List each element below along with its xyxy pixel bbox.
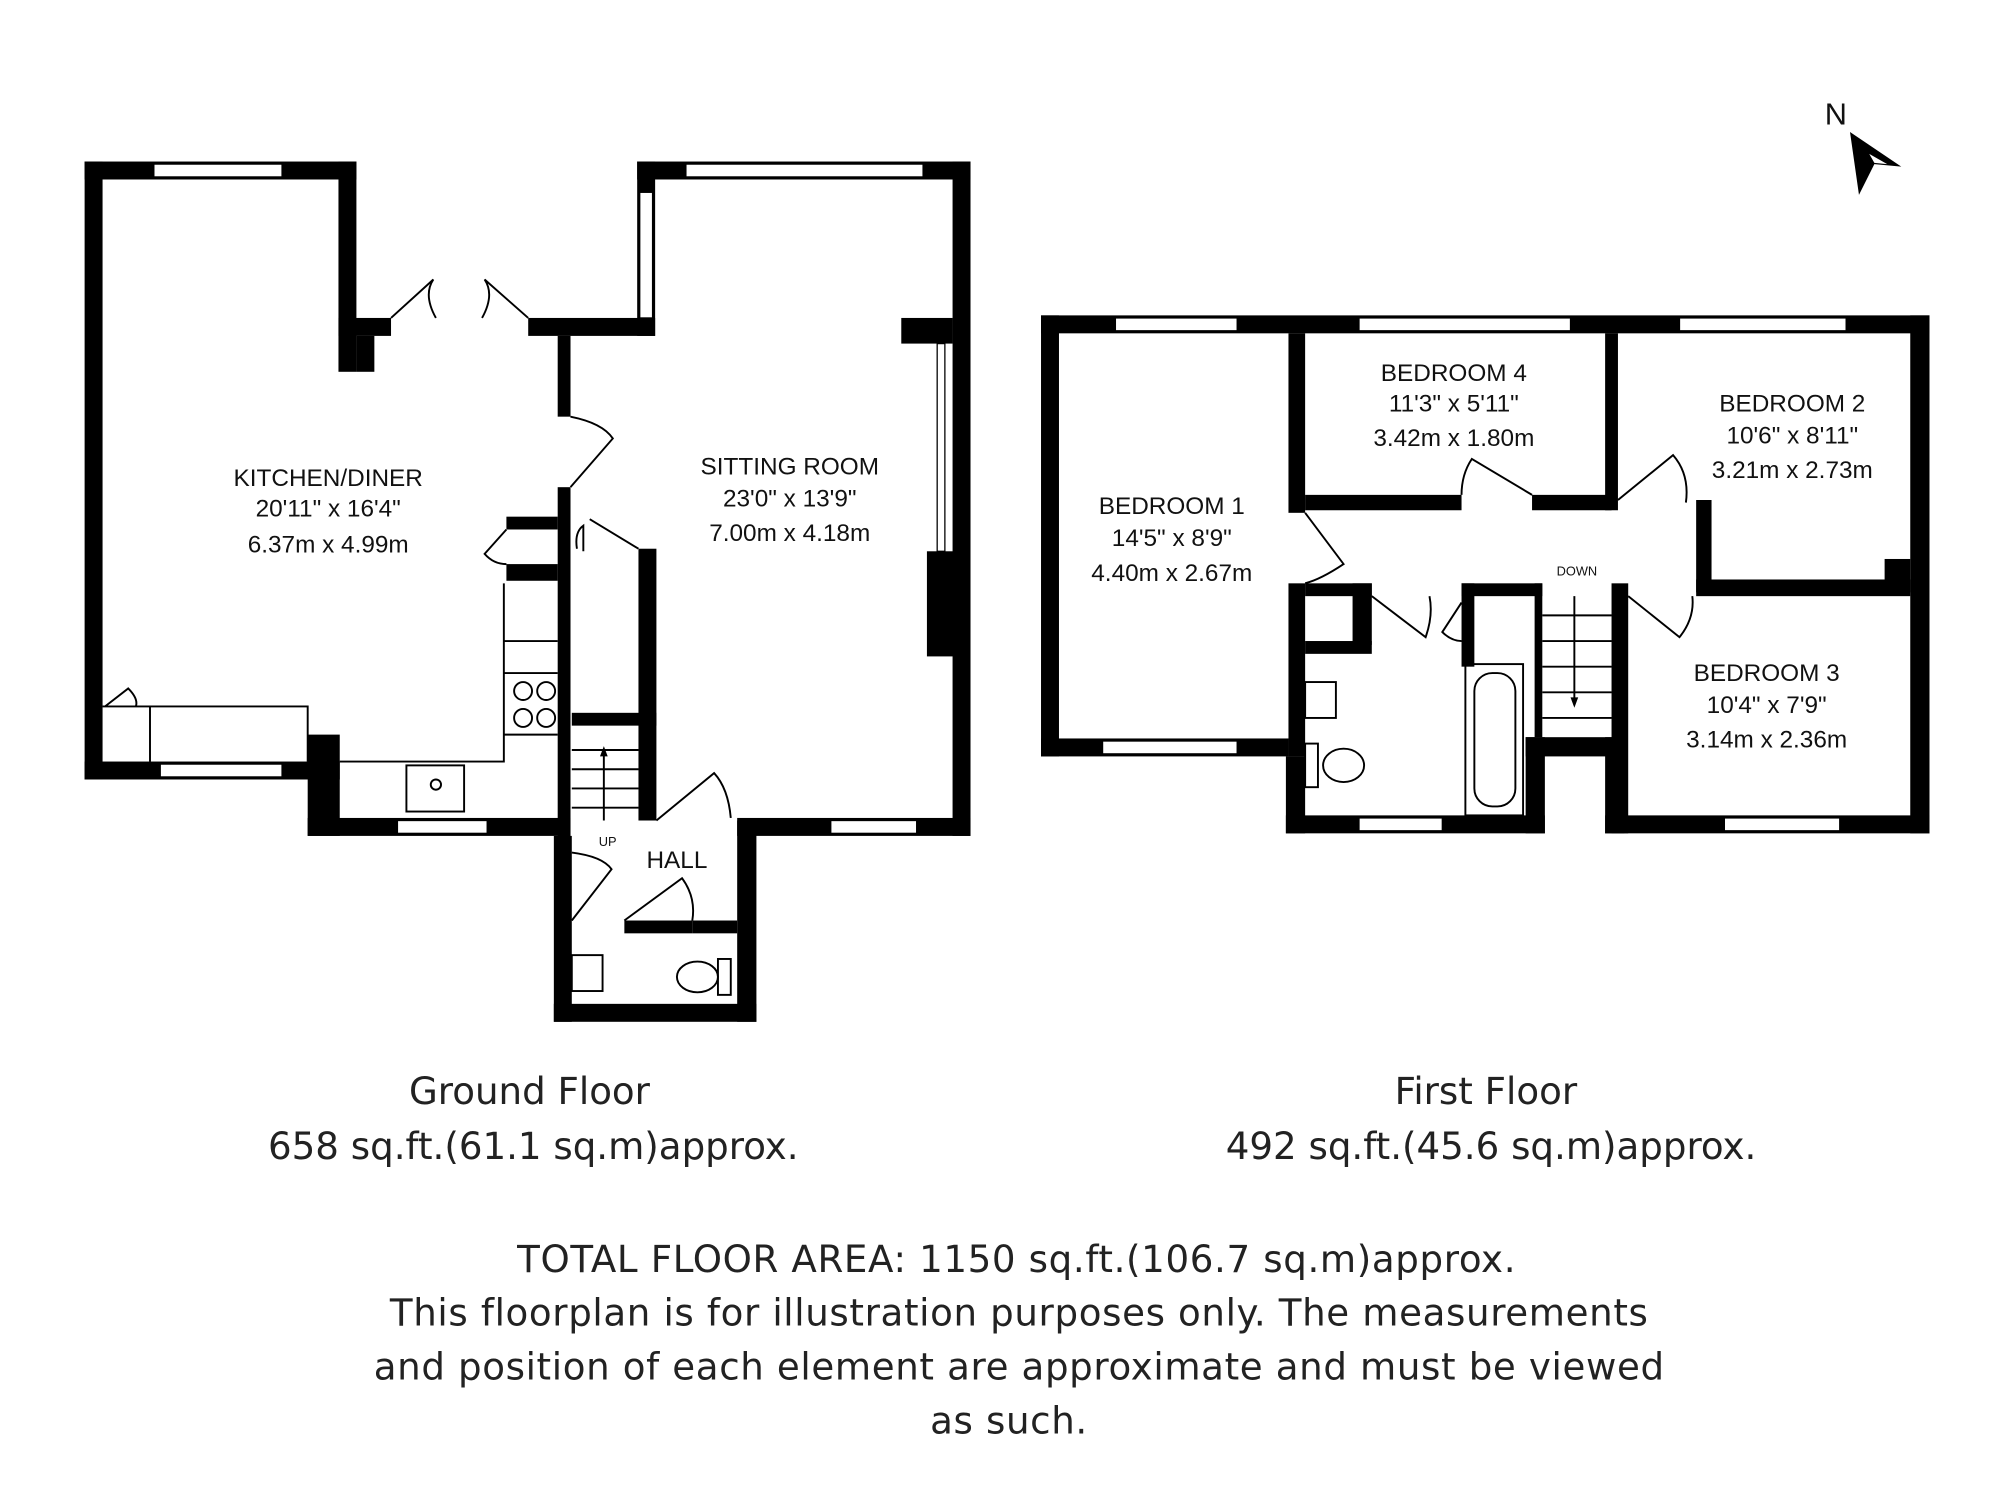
room-size-metric: 3.21m x 2.73m [1712, 457, 1873, 484]
first-floor-plan: BEDROOM 1 14'5" x 8'9" 4.40m x 2.67m BED… [1041, 315, 1930, 834]
ground-floor-area: 658 sq.ft.(61.1 sq.m)approx. [268, 1124, 799, 1168]
disclaimer-line-1: This floorplan is for illustration purpo… [389, 1291, 1649, 1335]
room-size-metric: 4.40m x 2.67m [1091, 560, 1252, 587]
room-size-imperial: 10'6" x 8'11" [1726, 423, 1858, 450]
ground-floor-title: Ground Floor [409, 1069, 651, 1113]
room-size-metric: 6.37m x 4.99m [248, 532, 409, 559]
room-size-metric: 3.14m x 2.36m [1686, 726, 1847, 753]
room-size-imperial: 20'11" x 16'4" [256, 496, 401, 523]
room-name-bedroom-4: BEDROOM 4 [1381, 360, 1527, 387]
total-floor-area: TOTAL FLOOR AREA: 1150 sq.ft.(106.7 sq.m… [516, 1237, 1516, 1281]
disclaimer-line-2: and position of each element are approxi… [374, 1344, 1665, 1388]
room-name-hall: HALL [646, 847, 707, 874]
room-size-imperial: 14'5" x 8'9" [1112, 525, 1232, 552]
room-size-imperial: 23'0" x 13'9" [723, 485, 857, 512]
stairs-down-label: DOWN [1557, 564, 1598, 579]
disclaimer-line-3: as such. [930, 1398, 1088, 1442]
room-name-kitchen-diner: KITCHEN/DINER [234, 465, 423, 492]
room-size-imperial: 10'4" x 7'9" [1707, 692, 1827, 719]
ground-floor-plan: KITCHEN/DINER 20'11" x 16'4" 6.37m x 4.9… [84, 161, 971, 1022]
room-name-bedroom-2: BEDROOM 2 [1719, 391, 1865, 418]
room-name-bedroom-3: BEDROOM 3 [1694, 660, 1840, 687]
stairs-up-label: UP [599, 834, 617, 849]
room-name-sitting-room: SITTING ROOM [700, 453, 879, 480]
first-floor-area: 492 sq.ft.(45.6 sq.m)approx. [1226, 1124, 1757, 1168]
room-name-bedroom-1: BEDROOM 1 [1099, 493, 1245, 520]
room-size-imperial: 11'3" x 5'11" [1389, 391, 1519, 418]
room-size-metric: 3.42m x 1.80m [1373, 425, 1534, 452]
north-compass-icon: N [1825, 96, 1902, 195]
first-floor-title: First Floor [1395, 1069, 1578, 1113]
compass-label: N [1825, 96, 1847, 131]
room-size-metric: 7.00m x 4.18m [709, 520, 870, 547]
